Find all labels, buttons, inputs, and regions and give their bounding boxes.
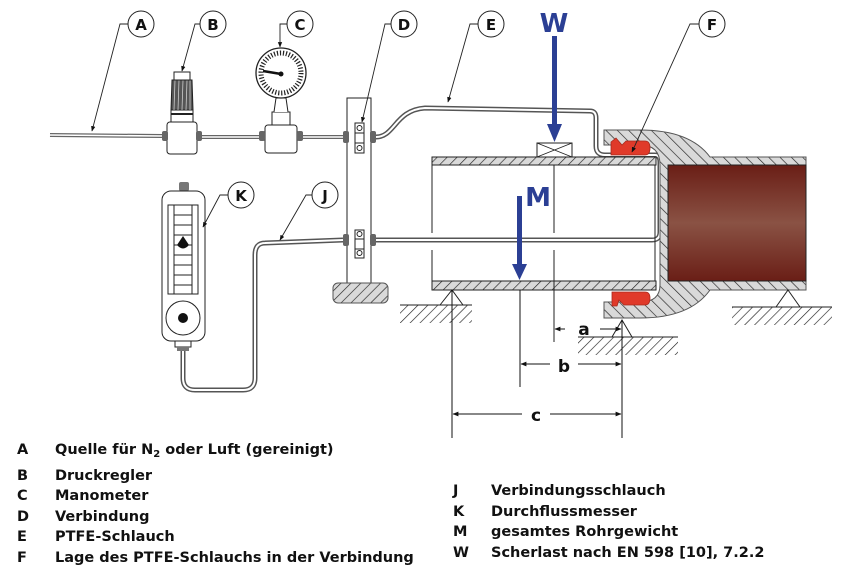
- svg-text:E: E: [486, 16, 496, 34]
- svg-text:D: D: [398, 16, 410, 34]
- socket-pipe: [603, 129, 807, 319]
- callout-c: C: [286, 10, 314, 38]
- svg-text:B: B: [207, 16, 218, 34]
- supply-tube-a: [49, 133, 348, 139]
- svg-text:C: C: [294, 16, 305, 34]
- callout-f: F: [698, 10, 726, 38]
- dim-b: b: [558, 357, 570, 377]
- callout-e: E: [477, 10, 505, 38]
- callout-a: A: [127, 10, 155, 38]
- seal-bottom: [611, 291, 651, 307]
- pressure-regulator: [162, 71, 202, 155]
- svg-text:F: F: [707, 16, 717, 34]
- callout-k: K: [227, 181, 255, 209]
- callout-b: B: [199, 10, 227, 38]
- label-m: M: [525, 183, 551, 213]
- dim-a: a: [578, 320, 589, 340]
- dimension-lines: [451, 290, 623, 438]
- callout-d: D: [390, 10, 418, 38]
- callout-j: J: [311, 181, 339, 209]
- connecting-tube: [180, 237, 344, 393]
- connection-block: [332, 97, 389, 304]
- seal-top: [610, 137, 651, 156]
- supports: [400, 289, 832, 355]
- flow-meter: [161, 182, 206, 351]
- pressure-gauge: [255, 47, 307, 154]
- dim-c: c: [531, 406, 541, 426]
- label-w: W: [540, 9, 569, 39]
- test-setup-diagram: W M a b c A B C D E F J K: [49, 9, 832, 438]
- pipe-weight-arrow: M: [512, 183, 551, 280]
- shear-load-arrow: W: [540, 9, 569, 142]
- spigot-pipe: [431, 142, 657, 342]
- svg-text:K: K: [235, 187, 248, 205]
- svg-text:A: A: [135, 16, 147, 34]
- svg-text:J: J: [321, 187, 328, 205]
